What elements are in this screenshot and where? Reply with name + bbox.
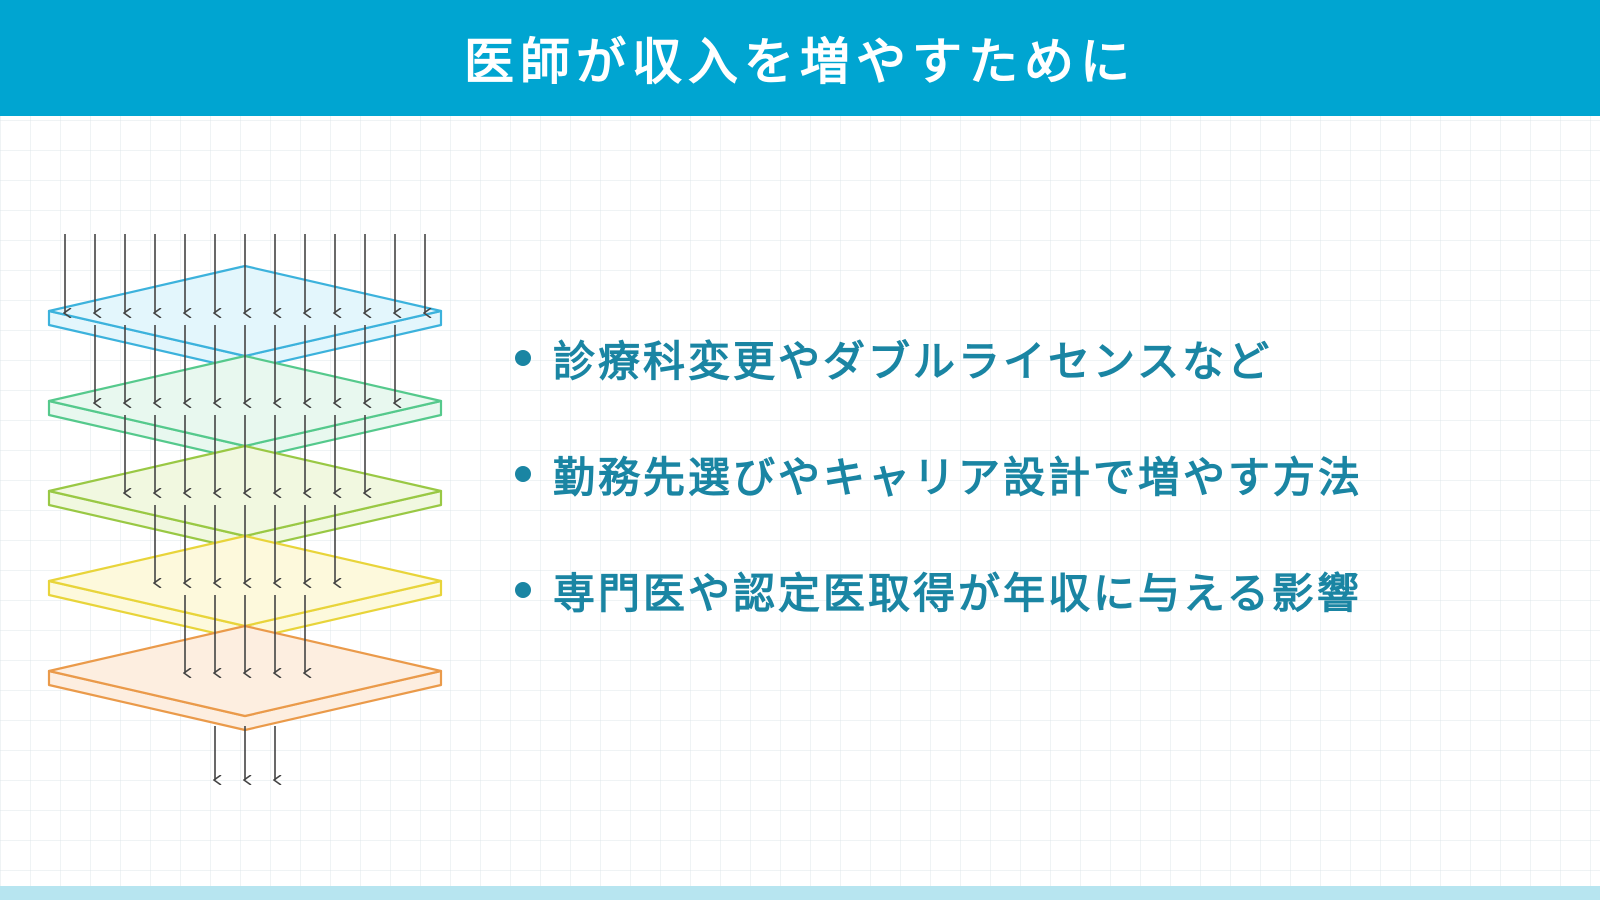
bullet-dot-icon	[515, 466, 531, 482]
layered-filter-diagram	[40, 230, 460, 800]
bullet-text: 専門医や認定医取得が年収に与える影響	[553, 568, 1362, 618]
bullet-item: 勤務先選びやキャリア設計で増やす方法	[515, 416, 1363, 532]
header-bar: 医師が収入を増やすために	[0, 0, 1600, 116]
bullet-text: 診療科変更やダブルライセンスなど	[553, 336, 1273, 386]
bullet-dot-icon	[515, 582, 531, 598]
bullet-list: 診療科変更やダブルライセンスなど 勤務先選びやキャリア設計で増やす方法 専門医や…	[515, 300, 1363, 648]
bullet-item: 診療科変更やダブルライセンスなど	[515, 300, 1363, 416]
bullet-text: 勤務先選びやキャリア設計で増やす方法	[553, 452, 1364, 502]
footer-bar	[0, 886, 1600, 900]
bullet-item: 専門医や認定医取得が年収に与える影響	[515, 532, 1363, 648]
bullet-dot-icon	[515, 350, 531, 366]
funnel-layers-icon	[47, 234, 443, 800]
page-title: 医師が収入を増やすために	[464, 33, 1136, 91]
